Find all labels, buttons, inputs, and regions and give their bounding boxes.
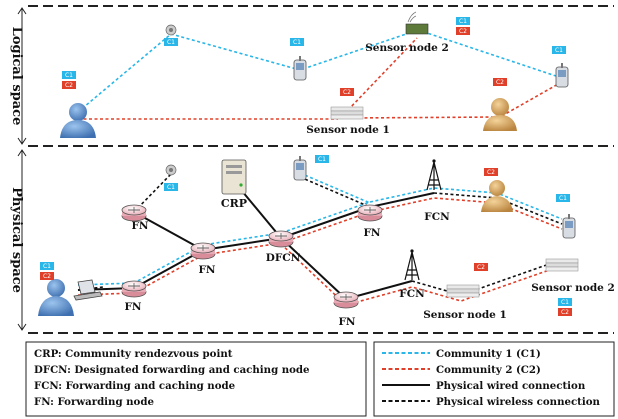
physical-user-tan-icon — [481, 180, 513, 212]
tag-c1: C1 — [40, 262, 54, 270]
physical-phone-icon — [293, 155, 307, 181]
fn-label: FN — [124, 301, 141, 313]
crp-label: CRP — [221, 197, 247, 210]
tag-c1: C1 — [556, 194, 570, 202]
logical-sensor-node-1-label: Sensor node 1 — [306, 124, 390, 136]
logical-user-tan-icon — [483, 98, 517, 131]
physical-sensor-node-2-label: Sensor node 2 — [531, 282, 615, 294]
svg-text:C2: C2 — [459, 28, 467, 35]
legend-community1-label: Community 1 (C1) — [436, 348, 541, 360]
crp-server-icon — [221, 159, 247, 195]
physical-sensor-node-1-icon — [446, 284, 480, 298]
physical-user-blue-icon — [38, 279, 74, 316]
svg-text:C2: C2 — [343, 89, 351, 96]
tag-c1: C1 — [290, 38, 304, 46]
router-fn-5-icon — [333, 291, 359, 309]
svg-text:C2: C2 — [477, 264, 485, 271]
svg-text:C1: C1 — [167, 184, 175, 191]
logical-phone-right-icon — [555, 62, 569, 88]
legend-item: DFCN: Designated forwarding and caching … — [34, 364, 310, 376]
router-fn-2-icon — [121, 280, 147, 298]
tower-fcn-1-icon — [426, 158, 442, 191]
router-fn-3-icon — [190, 242, 216, 260]
tag-c2: C2 — [474, 263, 488, 271]
legend-item: FN: Forwarding node — [34, 396, 154, 408]
legend-connections: Community 1 (C1) Community 2 (C2) Physic… — [373, 341, 615, 417]
svg-text:C1: C1 — [459, 18, 467, 25]
svg-text:C1: C1 — [167, 39, 175, 46]
svg-text:C1: C1 — [43, 263, 51, 270]
logical-phone-icon — [293, 55, 307, 81]
svg-text:C1: C1 — [293, 39, 301, 46]
legend-community2-label: Community 2 (C2) — [436, 364, 541, 376]
logical-sensor-node-1-icon — [330, 106, 364, 120]
physical-sensor-node-2-icon — [545, 258, 579, 272]
tag-c1: C1 — [315, 155, 329, 163]
fn-label: FN — [363, 227, 380, 239]
tag-c1: C1 — [62, 71, 76, 79]
fcn-label: FCN — [399, 288, 425, 300]
physical-space-label: Physical space — [9, 187, 24, 293]
tag-c2: C2 — [456, 27, 470, 35]
tag-c1: C1 — [558, 298, 572, 306]
legend-item: CRP: Community rendezvous point — [34, 348, 233, 360]
fn-label: FN — [131, 220, 148, 232]
logical-user-blue-icon — [60, 103, 96, 138]
legend-wired-label: Physical wired connection — [436, 380, 586, 392]
legend-wireless-label: Physical wireless connection — [436, 396, 601, 408]
tag-c1: C1 — [164, 183, 178, 191]
physical-phone-right-icon — [562, 213, 576, 239]
logical-sensor-top-icon — [165, 24, 177, 36]
legend-abbreviations: CRP: Community rendezvous point DFCN: De… — [25, 341, 367, 417]
tag-c2: C2 — [484, 168, 498, 176]
logical-links — [77, 29, 561, 120]
logical-sensor-node-2-icon — [405, 11, 429, 35]
legend-item: FCN: Forwarding and caching node — [34, 380, 236, 392]
tower-fcn-2-icon — [404, 248, 420, 281]
router-fn-4-icon — [357, 204, 383, 222]
logical-space-label: Logical space — [9, 27, 24, 126]
tag-c1: C1 — [164, 38, 178, 46]
dfcn-label: DFCN — [266, 252, 301, 264]
fcn-label: FCN — [424, 211, 450, 223]
svg-text:C2: C2 — [65, 82, 73, 89]
laptop-icon — [73, 279, 103, 301]
logical-sensor-node-2-label: Sensor node 2 — [365, 42, 449, 54]
tag-c2: C2 — [340, 88, 354, 96]
fn-label: FN — [338, 316, 355, 328]
svg-text:C1: C1 — [559, 195, 567, 202]
svg-text:C1: C1 — [555, 47, 563, 54]
tag-c2: C2 — [40, 272, 54, 280]
tag-c2: C2 — [62, 81, 76, 89]
tag-c2: C2 — [558, 308, 572, 316]
svg-text:C1: C1 — [65, 72, 73, 79]
physical-sensor-top-icon — [165, 164, 177, 176]
physical-sensor-node-1-label: Sensor node 1 — [423, 309, 507, 321]
router-dfcn-icon — [268, 230, 294, 248]
router-fn-1-icon — [121, 204, 147, 222]
tag-c2: C2 — [493, 78, 507, 86]
svg-text:C2: C2 — [487, 169, 495, 176]
tag-c1: C1 — [552, 46, 566, 54]
svg-text:C1: C1 — [318, 156, 326, 163]
svg-text:C2: C2 — [43, 273, 51, 280]
tag-c1: C1 — [456, 17, 470, 25]
svg-text:C1: C1 — [561, 299, 569, 306]
svg-text:C2: C2 — [561, 309, 569, 316]
fn-label: FN — [198, 264, 215, 276]
region-separators — [17, 5, 614, 334]
svg-text:C2: C2 — [496, 79, 504, 86]
